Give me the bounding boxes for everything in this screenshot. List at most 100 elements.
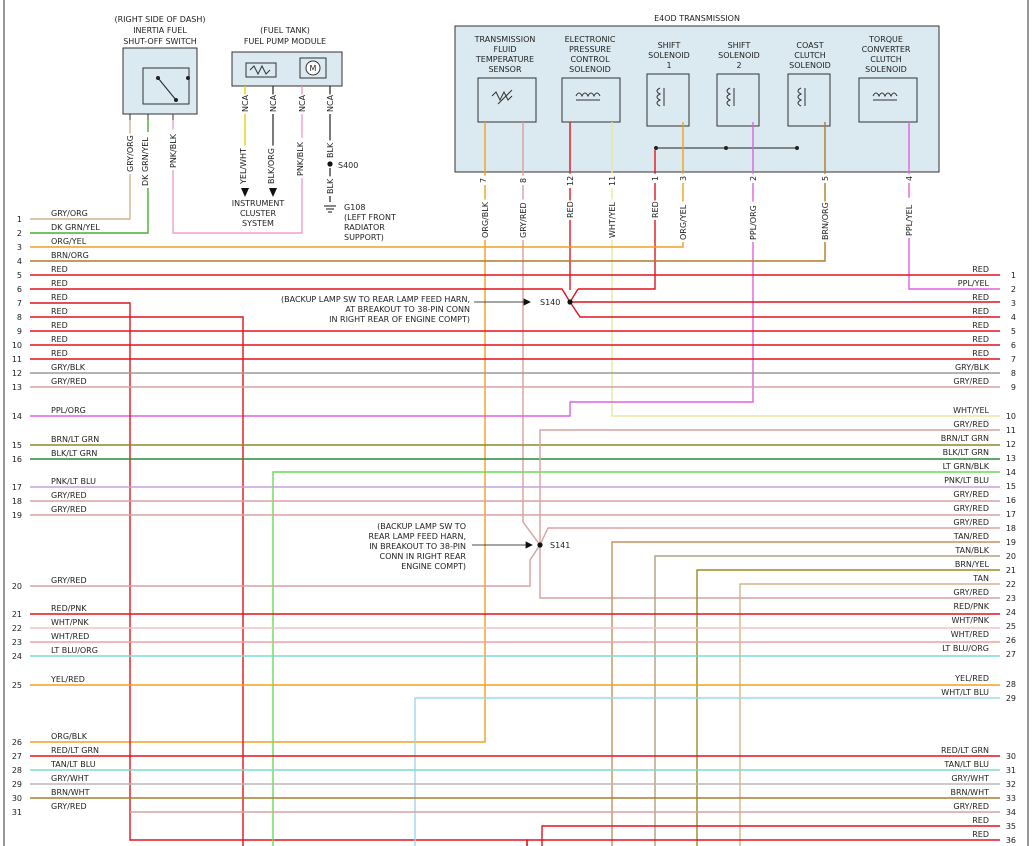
right-pin-13: 13 [1006,454,1016,463]
epc-label-2: PRESSURE [569,45,611,54]
wire-gry-red-r18 [539,527,1000,546]
vertical-label-v_pnkblk: PNK/BLK [169,133,178,168]
right-wire-label-15: PNK/LT BLU [944,476,989,485]
shift-solenoid-1-box [646,73,690,127]
g108-ground: G108 (LEFT FRONT RADIATOR SUPPORT) [344,203,396,242]
vlabel-bg-v_blkorg [266,145,276,186]
left-pin-4: 4 [17,257,22,266]
left-wire-label-1: GRY/ORG [51,209,88,218]
left-pin-22: 22 [12,624,22,633]
left-pin-19: 19 [12,511,22,520]
right-wire-label-9: GRY/RED [953,377,989,386]
ss2-label-1: SHIFT [728,41,751,50]
vertical-label-v_pplyel: PPL/YEL [905,204,914,236]
ss2-label-2: SOLENOID [718,51,760,60]
right-pin-10: 10 [1006,412,1016,421]
vertical-label-p4: 4 [905,176,914,181]
fuel-pump-module: (FUEL TANK) FUEL PUMP MODULE M [231,26,343,87]
vlabel-bg-v_nca3 [297,94,307,114]
s140-note: (BACKUP LAMP SW TO REAR LAMP FEED HARN, … [281,295,470,324]
s140-label: S140 [540,298,560,307]
vlabel-bg-v_nca1 [240,94,250,114]
right-pin-34: 34 [1006,808,1016,817]
vertical-label-p5: 5 [821,176,830,181]
wire-org-blk [30,122,486,743]
wire-gry-red-s141 [522,122,541,546]
vlabel-bg-v_blk2 [325,176,335,196]
s141-label: S141 [550,541,570,550]
epc-label-4: SOLENOID [569,65,611,74]
left-wire-label-15: BRN/LT GRN [51,435,99,444]
vlabel-bg-p7 [478,175,488,185]
tcc-solenoid-box [858,77,918,123]
left-pin-27: 27 [12,752,22,761]
wire-tan [739,583,1000,846]
wire-brn-org [30,122,826,262]
vertical-label-v_brnorg: BRN/ORG [821,202,830,240]
wire-gry-red-r11 [539,429,1000,545]
vlabel-bg-p4 [904,173,914,183]
vertical-label-v_blk1: BLK [326,142,335,158]
right-wire-label-19: TAN/RED [953,532,989,541]
right-pin-3: 3 [1011,299,1016,308]
left-pin-6: 6 [17,285,22,294]
right-pin-25: 25 [1006,622,1016,631]
s400-splice [327,161,333,167]
s140-splice [567,299,573,305]
vertical-label-v_blk2: BLK [326,178,335,194]
right-wire-label-10: WHT/YEL [953,406,989,415]
vertical-label-v_orgblk: ORG/BLK [481,201,490,238]
left-wire-label-8: RED [51,307,68,316]
vlabel-bg-v_red1 [565,200,575,220]
s141-note: (BACKUP LAMP SW TO REAR LAMP FEED HARN, … [368,522,466,571]
right-pin-26: 26 [1006,636,1016,645]
vlabel-bg-v_gryorg [125,133,135,174]
cc-label-1: COAST [796,41,823,50]
vertical-label-p11: 11 [608,176,617,186]
left-pin-1: 1 [17,215,22,224]
right-pin-4: 4 [1011,313,1016,322]
right-pin-33: 33 [1006,794,1016,803]
left-pin-18: 18 [12,497,22,506]
left-pin-9: 9 [17,327,22,336]
right-pin-6: 6 [1011,341,1016,350]
right-wire-label-25: WHT/PNK [951,616,989,625]
left-wire-label-31: GRY/RED [51,802,87,811]
wire-lt-grn-blk [272,471,1000,846]
tft-label-4: SENSOR [488,65,521,74]
left-wire-label-11: RED [51,349,68,358]
wire-red-left8 [30,316,244,846]
right-wire-label-35: RED [972,816,989,825]
right-wire-label-32: GRY/WHT [951,774,989,783]
wire-red-row6 [30,288,571,303]
s141-note-1: (BACKUP LAMP SW TO [377,522,466,531]
vlabel-bg-v_pplyel [904,197,914,238]
left-pin-8: 8 [17,313,22,322]
shift-solenoid-2-box [716,73,760,127]
left-pin-11: 11 [12,355,22,364]
wire-tan-red [611,541,1000,846]
right-pin-21: 21 [1006,566,1016,575]
vlabel-bg-p8 [518,175,528,185]
cluster-label: INSTRUMENT CLUSTER SYSTEM [232,199,285,228]
right-wire-label-12: BRN/LT GRN [941,434,989,443]
ss2-label-3: 2 [736,61,741,70]
g108-text-4: SUPPORT) [344,233,384,242]
cluster-text-3: SYSTEM [242,219,274,228]
wire-red-pin1 [578,150,656,290]
left-wire-label-16: BLK/LT GRN [51,449,97,458]
right-pin-15: 15 [1006,482,1016,491]
vlabel-bg-p12 [565,173,575,188]
wire-org-yel [30,122,684,248]
left-pin-20: 20 [12,582,22,591]
inertia-fuel-shutoff-switch: (RIGHT SIDE OF DASH) INERTIA FUEL SHUT-O… [114,15,206,120]
tcc-label-3: CLUTCH [870,55,902,64]
vertical-label-v_gryorg: GRY/ORG [126,135,135,172]
right-pin-1: 1 [1011,271,1016,280]
left-wire-label-10: RED [51,335,68,344]
left-wire-label-5: RED [51,265,68,274]
right-wire-label-7: RED [972,349,989,358]
ss1-label-3: 1 [666,61,671,70]
left-pin-26: 26 [12,738,22,747]
